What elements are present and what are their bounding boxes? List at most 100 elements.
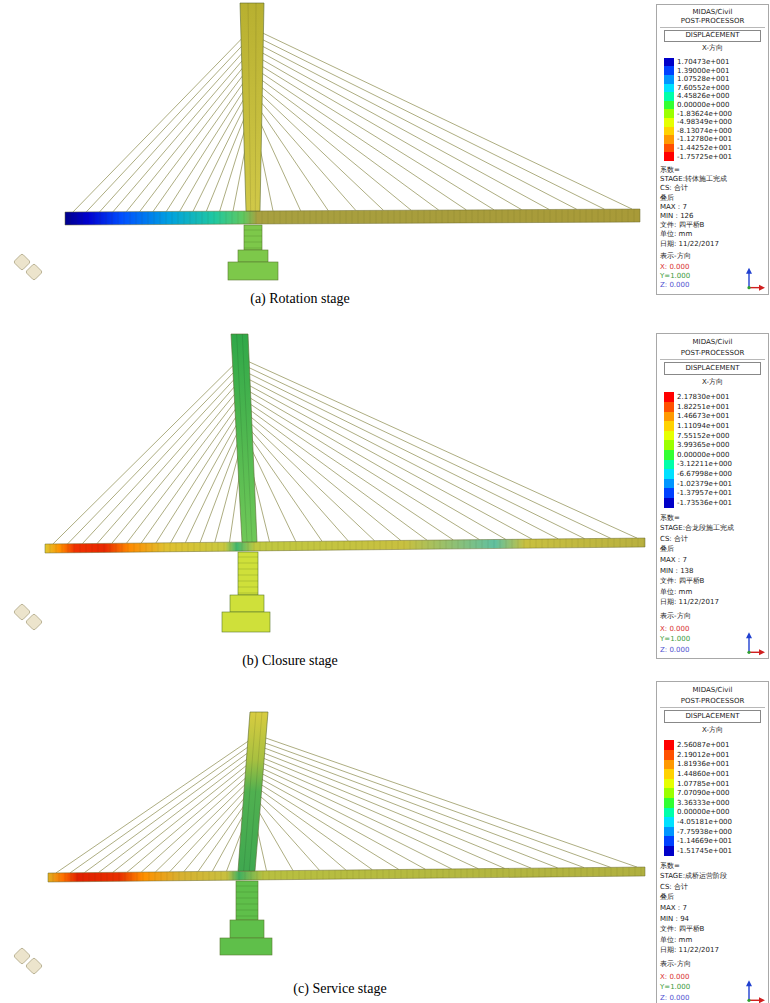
stay-cable [243,417,374,541]
panel-header: DISPLACEMENT [664,710,761,723]
bridge-model [14,334,645,632]
axis-head [759,649,765,655]
deck-mesh [206,542,207,551]
deck-mesh [635,867,636,876]
pier-block [230,595,264,612]
scale-row: -7.75938e+000 [664,827,732,837]
deck-mesh [574,209,575,222]
pylon-mesh [237,334,247,542]
deck-mesh [287,871,288,880]
deck-mesh [107,872,108,881]
deck-mesh [284,542,285,551]
deck-mesh [500,539,501,548]
deck-mesh [371,870,372,879]
scale-value: -3.12211e+000 [677,460,732,468]
deck-mesh [377,870,378,879]
view-icon-tile [14,604,31,621]
deck-mesh [431,869,432,878]
stay-cable [252,54,521,210]
panel-info: 表示-方向 [660,611,765,622]
scale-row: -1.14669e+001 [664,836,732,846]
deck-mesh [473,869,474,878]
color-swatch [664,392,674,402]
axis-head [759,285,765,291]
deck-mesh [188,543,189,552]
deck-mesh [53,873,54,882]
deck-girder [48,867,645,882]
panel-info: X: 0.000 [660,972,765,983]
deck-mesh [437,869,438,878]
deck-mesh [146,543,147,552]
scale-row: -1.51745e+001 [664,846,732,856]
pier-block [244,225,262,250]
scale-value: 0.00000e+000 [677,808,729,816]
deck-mesh [221,871,222,880]
stay-cable [252,73,438,210]
color-swatch [664,498,674,508]
deck-mesh [170,543,171,552]
deck-mesh [412,210,413,223]
color-swatch [664,118,674,127]
color-swatch [664,827,674,837]
stay-cable [252,60,494,209]
axis-origin [747,651,750,654]
stay-cable [127,392,243,543]
scale-row: -1.75725e+001 [664,152,732,161]
scale-value: 7.60552e+000 [677,84,729,92]
panel-header: MIDAS/Civil [660,685,765,696]
scale-value: 3.99365e+000 [677,441,729,449]
color-swatch [664,152,674,161]
deck-mesh [508,210,509,223]
deck-mesh [314,541,315,550]
stay-cable [241,364,611,538]
stay-cable [99,753,256,873]
scale-row: -1.83624e+000 [664,109,732,118]
color-swatch [664,808,674,818]
panel-info: 文件: 四平桥B [660,221,765,230]
deck-mesh [185,872,186,881]
deck-mesh [422,540,423,549]
deck-mesh [178,211,179,224]
scale-value: 1.11094e+001 [677,422,729,430]
deck-mesh [86,544,87,553]
deck-mesh [418,210,419,223]
color-swatch [664,769,674,779]
figure-caption: (b) Closure stage [242,653,338,669]
deck-mesh [196,211,197,224]
deck-mesh [142,212,143,225]
deck-mesh [359,870,360,879]
deck-mesh [538,210,539,223]
deck-mesh [119,872,120,881]
deck-mesh [628,209,629,222]
deck-mesh [476,540,477,549]
deck-girder [65,209,640,225]
stay-cable [252,93,355,211]
deck-mesh [250,211,251,224]
deck-mesh [262,211,263,224]
panel-info: 系数= [660,861,765,872]
scale-row: 1.07528e+001 [664,75,732,84]
axis-icon [746,980,765,1003]
deck-mesh [352,211,353,224]
panel-info: 单位: mm [660,587,765,598]
deck-mesh [317,870,318,879]
deck-mesh [77,873,78,882]
deck-mesh [466,210,467,223]
deck-mesh [323,870,324,879]
deck-mesh [424,210,425,223]
deck-mesh [152,543,153,552]
axis-icon [746,632,765,655]
pylon [238,712,268,871]
axis-x [749,1000,762,1001]
deck-mesh [502,210,503,223]
stay-cable [243,399,454,540]
scale-value: -1.83624e+000 [677,110,732,118]
scale-value: -1.73536e+001 [677,499,732,507]
deck-mesh [598,209,599,222]
deck-mesh [551,868,552,877]
deck-mesh [448,210,449,223]
pier-mesh [236,910,258,911]
deck-mesh [556,209,557,222]
axis-z [748,634,749,652]
